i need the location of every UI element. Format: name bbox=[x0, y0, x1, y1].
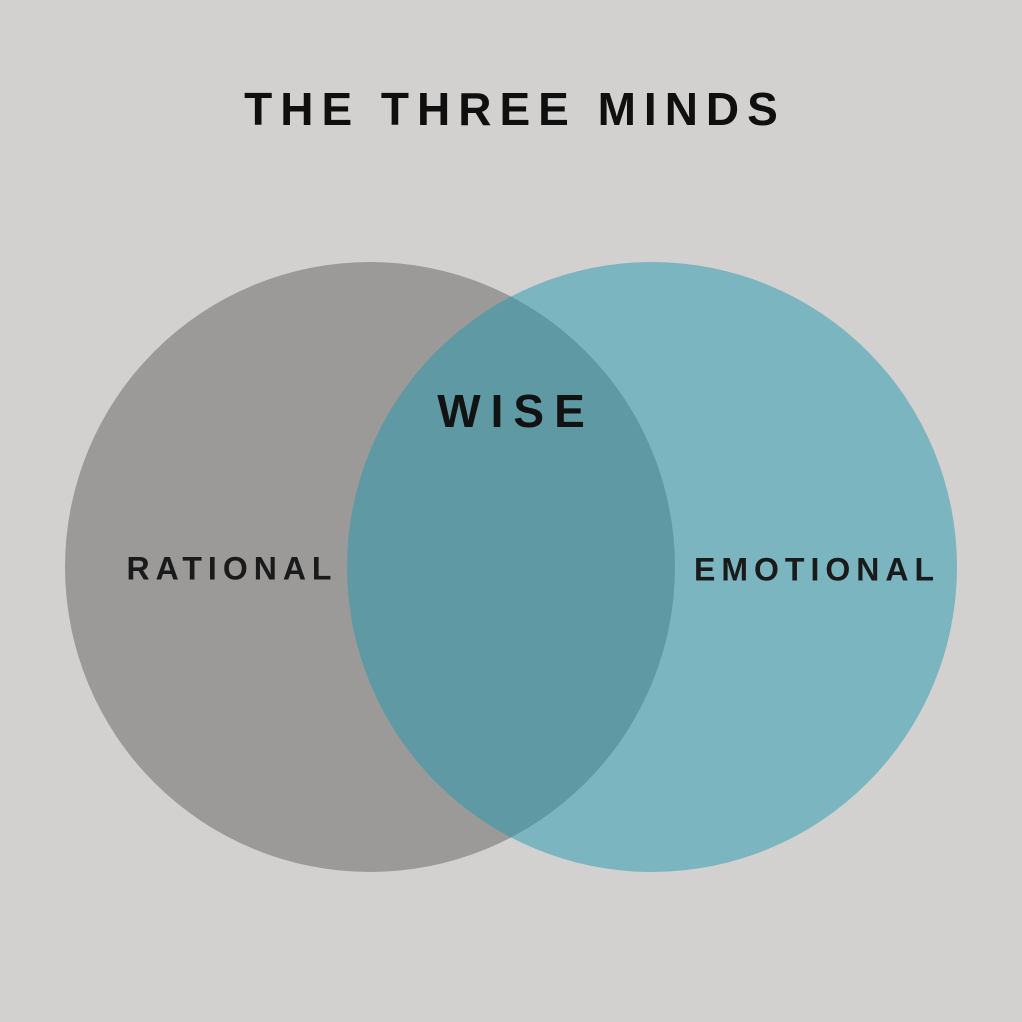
wise-overlap-label: WISE bbox=[437, 385, 595, 437]
emotional-circle bbox=[347, 262, 957, 872]
rational-circle-label: RATIONAL bbox=[126, 550, 338, 587]
diagram-title: THE THREE MINDS bbox=[244, 83, 786, 135]
emotional-circle-label: EMOTIONAL bbox=[694, 551, 940, 588]
